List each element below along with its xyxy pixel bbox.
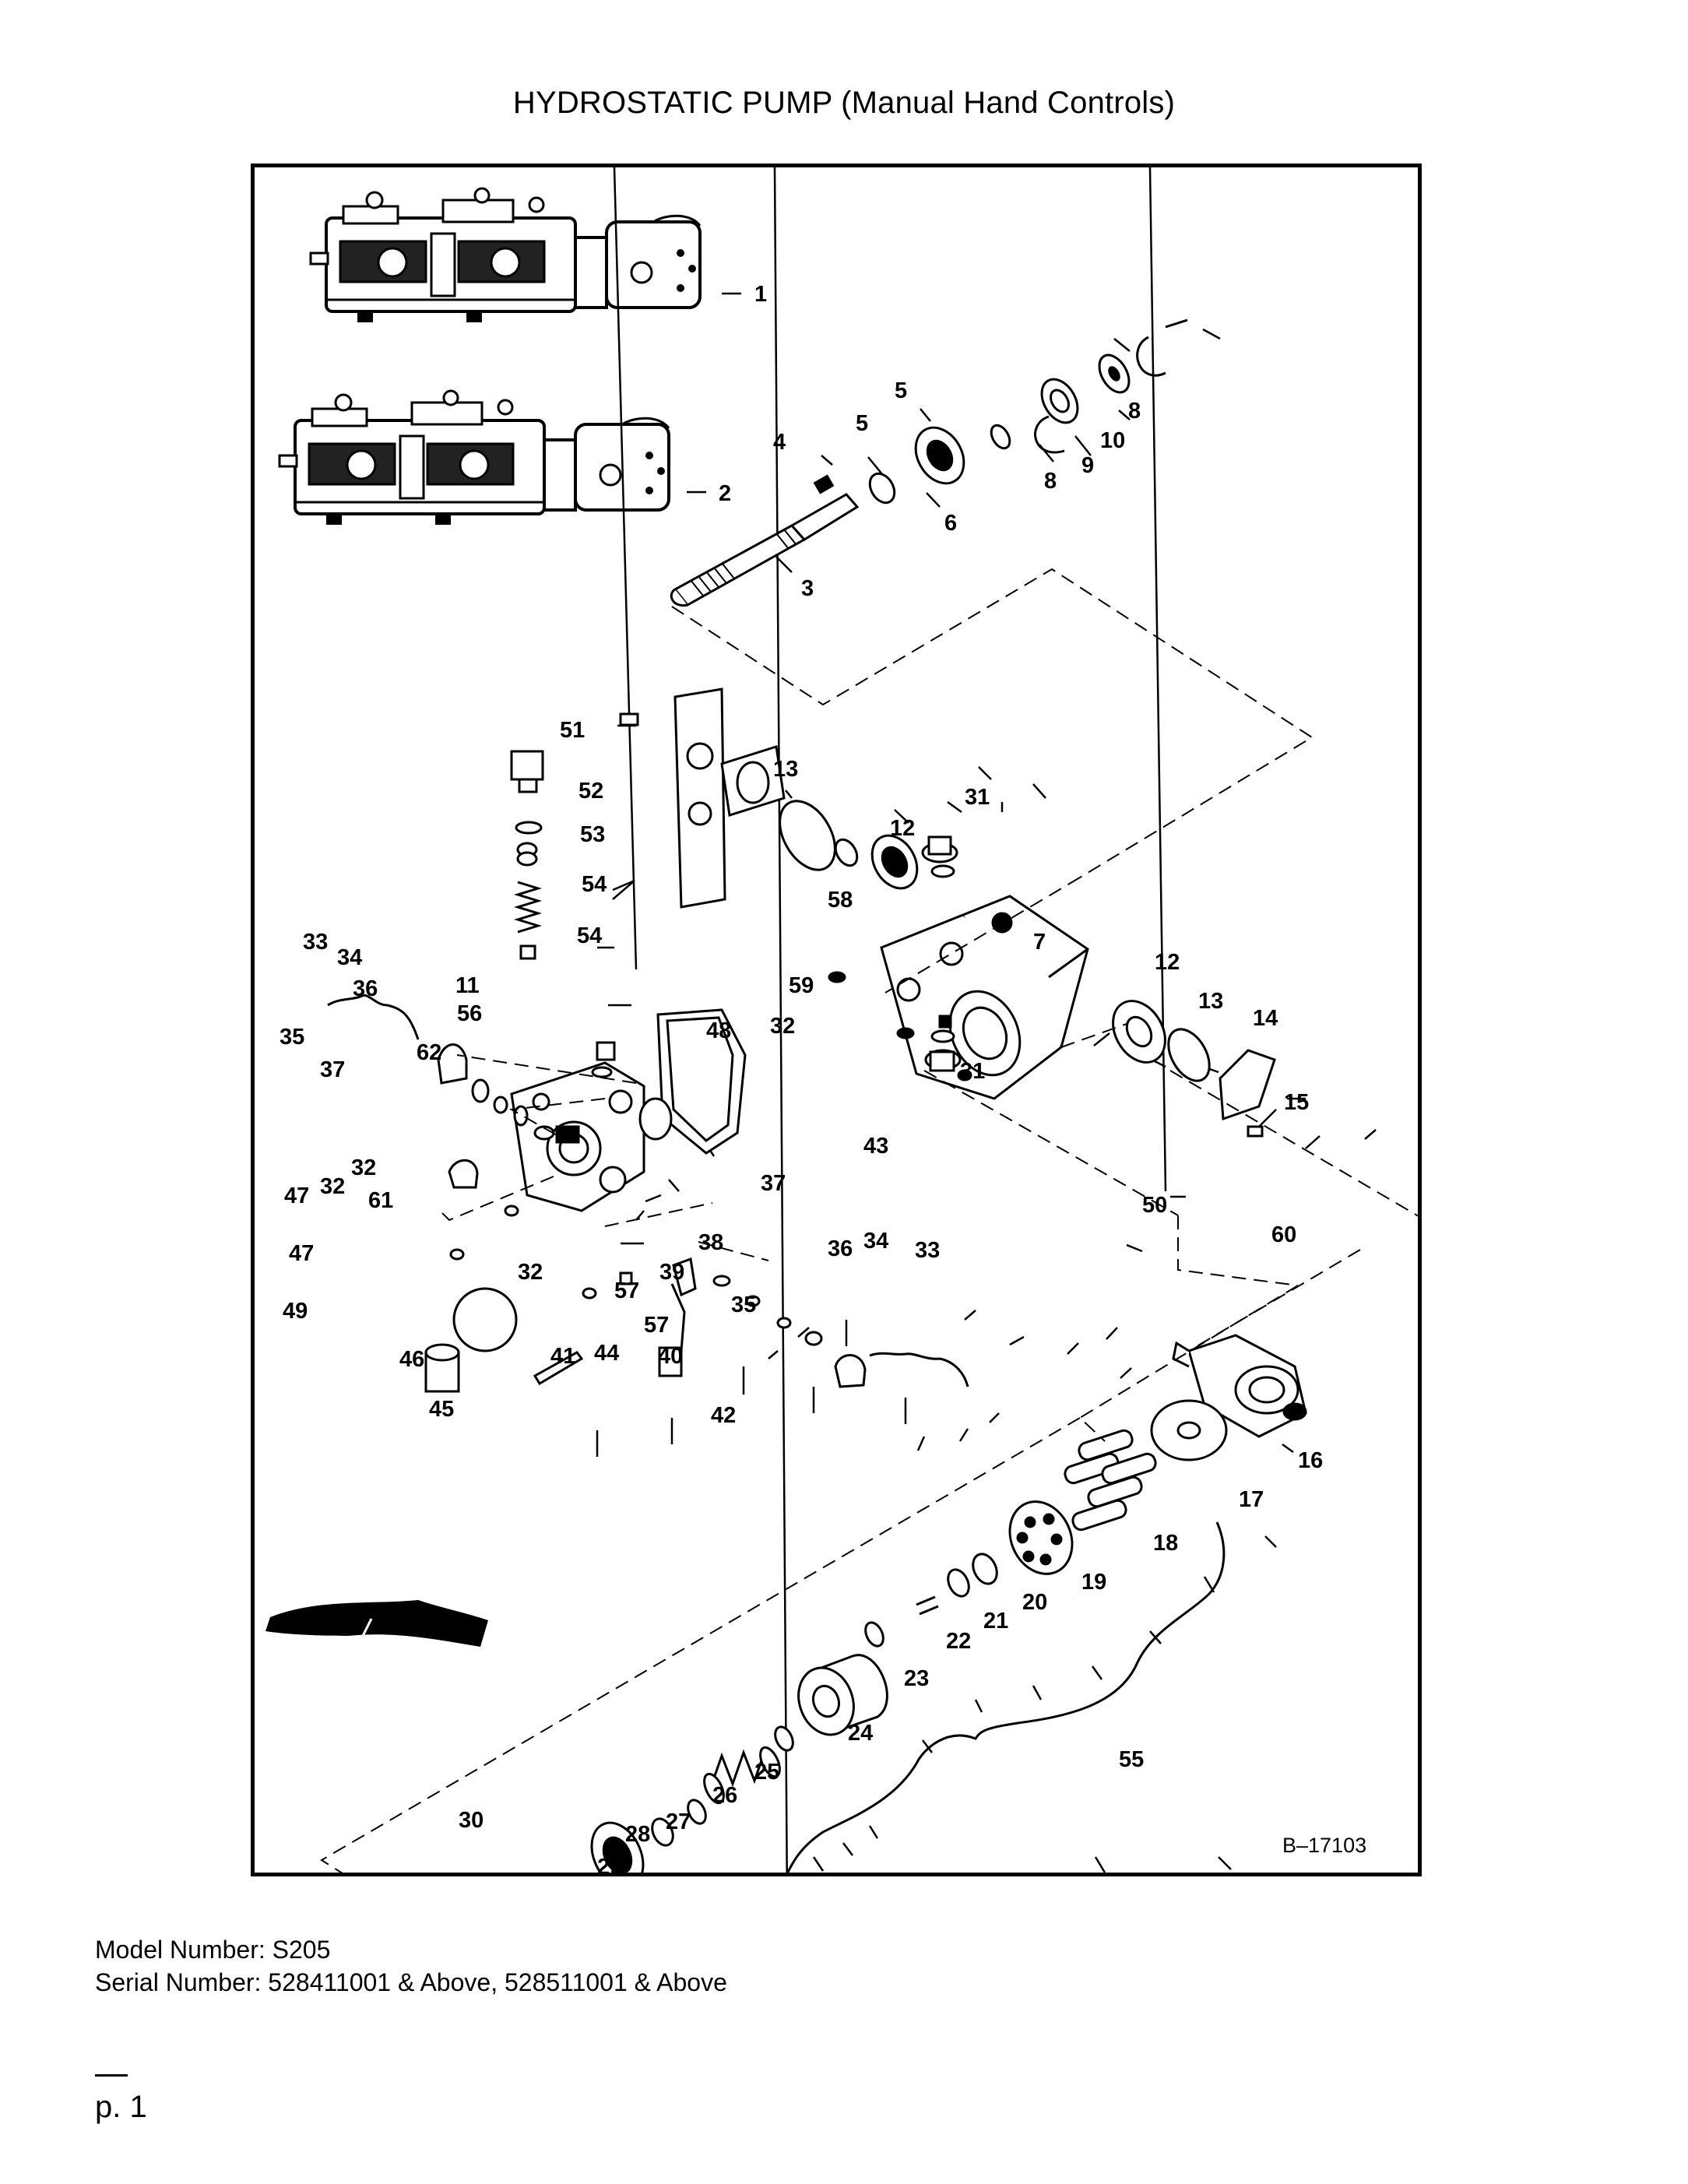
- callout-label: 46: [399, 1347, 424, 1372]
- callout-label: 33: [303, 930, 328, 955]
- callout-label: 35: [280, 1025, 304, 1050]
- callout-label: 38: [698, 1230, 723, 1255]
- callout-label: 57: [644, 1313, 669, 1338]
- callout-label: 13: [1198, 989, 1223, 1014]
- callout-label: 32: [351, 1155, 376, 1180]
- callout-label: 31: [960, 1059, 985, 1084]
- rotating-group: [590, 1334, 1307, 1873]
- serial-number: Serial Number: 528411001 & Above, 528511…: [95, 1968, 727, 1996]
- callout-label: 42: [711, 1403, 736, 1428]
- callout-label: 57: [614, 1278, 639, 1303]
- callout-label: 41: [550, 1344, 575, 1369]
- exploded-diagram-frame: 1 2 3 4 5 5 6 8 8 9 10 11 12 12 13 13 14…: [251, 164, 1422, 1876]
- callout-label: 40: [658, 1344, 683, 1369]
- callout-label: 8: [1128, 399, 1141, 424]
- callout-label: 17: [1239, 1487, 1264, 1512]
- callout-label: 34: [337, 945, 362, 970]
- callout-label: 43: [863, 1134, 888, 1159]
- callout-label: 22: [946, 1629, 971, 1654]
- callout-label: 51: [560, 718, 585, 743]
- callout-label: 56: [457, 1001, 482, 1026]
- callout-label: 27: [666, 1809, 691, 1834]
- page-number: p. 1: [95, 2090, 147, 2124]
- callout-label: 1: [754, 282, 767, 307]
- callout-label: 54: [577, 923, 602, 948]
- drawing-number: B–17103: [1282, 1834, 1366, 1857]
- callout-label: 49: [283, 1299, 308, 1324]
- callout-label: 7: [1033, 930, 1046, 955]
- callout-label: 36: [353, 976, 378, 1001]
- callout-label: 10: [1100, 428, 1125, 453]
- callout-label: 45: [429, 1397, 454, 1422]
- page-title: HYDROSTATIC PUMP (Manual Hand Controls): [512, 86, 1176, 120]
- callout-label: 48: [706, 1018, 731, 1043]
- callout-label: 61: [368, 1188, 393, 1213]
- callout-label: 33: [915, 1238, 940, 1263]
- gasket-and-plate: [510, 688, 786, 1155]
- control-block: [424, 1041, 867, 1393]
- callout-label: 39: [659, 1260, 684, 1285]
- callout-label: 11: [455, 973, 480, 998]
- group-braces: [327, 994, 1226, 1873]
- callout-label: 35: [731, 1292, 756, 1317]
- callout-label: 55: [1119, 1747, 1144, 1772]
- callout-label: 28: [625, 1822, 650, 1847]
- exploded-parts-diagram: 1 2 3 4 5 5 6 8 8 9 10 11 12 12 13 13 14…: [266, 167, 1418, 1873]
- callout-label: 9: [1081, 453, 1094, 478]
- pump-assembly-1: [309, 187, 702, 324]
- callout-label: 25: [754, 1760, 779, 1785]
- callout-label: 32: [320, 1174, 345, 1199]
- callout-label: 36: [828, 1236, 853, 1261]
- callout-label: 12: [890, 816, 915, 841]
- leader-lines: [573, 167, 1377, 1873]
- callout-label: 44: [594, 1341, 619, 1366]
- callout-label: 47: [289, 1241, 314, 1266]
- callout-label: 16: [1298, 1448, 1323, 1473]
- callout-label: 14: [1253, 1006, 1278, 1031]
- callout-label: 26: [712, 1783, 737, 1808]
- callout-label: 47: [284, 1183, 309, 1208]
- callout-label: 15: [1284, 1090, 1309, 1115]
- callout-label: 12: [1155, 950, 1180, 975]
- callout-label: 29: [597, 1855, 622, 1873]
- callout-label: 5: [856, 411, 868, 436]
- callout-label: 21: [983, 1609, 1008, 1634]
- callout-label: 34: [863, 1229, 888, 1254]
- callout-label: 6: [944, 511, 957, 536]
- callout-labels: 1 2 3 4 5 5 6 8 8 9 10 11 12 12 13 13 14…: [280, 282, 1323, 1873]
- callout-label: 24: [848, 1721, 873, 1746]
- callout-label: 59: [789, 973, 814, 998]
- page-number-rule: [95, 2074, 128, 2077]
- callout-label: 54: [582, 872, 607, 897]
- callout-label: 37: [320, 1057, 345, 1082]
- callout-label: 30: [459, 1808, 484, 1833]
- callout-label: 37: [761, 1171, 786, 1196]
- callout-label: 4: [773, 430, 786, 455]
- pump-housing: [880, 895, 1089, 1100]
- callout-label: 31: [965, 785, 990, 810]
- callout-label: 60: [1271, 1222, 1296, 1247]
- callout-label: 18: [1153, 1531, 1178, 1556]
- housing-seals-and-plugs: [779, 800, 1276, 1138]
- callout-label: 32: [770, 1014, 795, 1039]
- callout-label: 32: [518, 1260, 543, 1285]
- callout-label: 52: [578, 779, 603, 804]
- drive-shaft-group: [670, 318, 1188, 607]
- model-number: Model Number: S205: [95, 1936, 331, 1964]
- callout-label: 8: [1044, 469, 1057, 494]
- callout-label: 13: [773, 757, 798, 782]
- callout-label: 62: [417, 1040, 441, 1065]
- callout-label: 20: [1022, 1590, 1047, 1615]
- decal-62: [266, 1600, 488, 1647]
- callout-label: 3: [801, 576, 814, 601]
- callout-label: 2: [719, 481, 731, 506]
- callout-label: 19: [1081, 1570, 1106, 1595]
- callout-label: 50: [1142, 1193, 1167, 1218]
- assembly-guide-lines: [320, 568, 1418, 1873]
- pump-assembly-2: [278, 389, 670, 526]
- callout-label: 53: [580, 822, 605, 847]
- callout-label: 23: [904, 1666, 929, 1691]
- callout-label: 5: [895, 378, 907, 403]
- callout-label: 58: [828, 888, 853, 913]
